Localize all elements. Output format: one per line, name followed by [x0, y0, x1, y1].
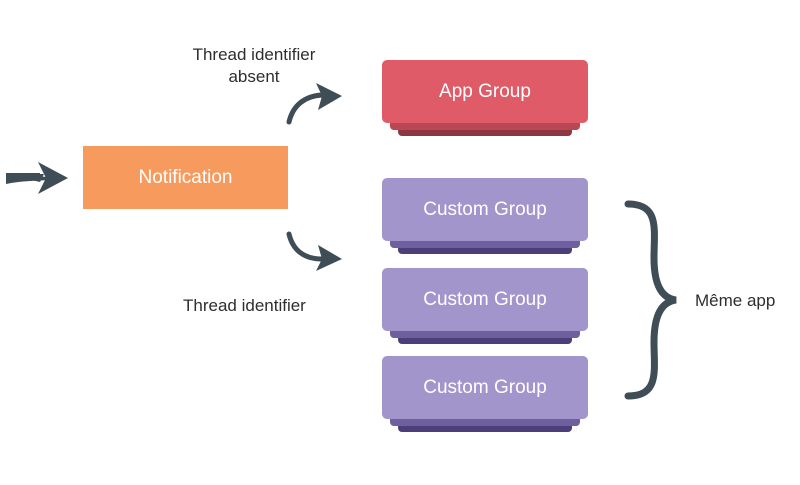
- curved-arrow-up-right-icon: [286, 83, 342, 125]
- notification-box: Notification: [83, 146, 288, 209]
- custom-group-box: Custom Group: [382, 356, 588, 419]
- thread-identifier-absent-label: Thread identifier absent: [183, 44, 325, 88]
- stack-shadow-layer: [398, 424, 572, 432]
- thread-absent-line1: Thread identifier: [192, 45, 316, 64]
- custom-group-stack-2: Custom Group: [382, 268, 588, 344]
- custom-group-box: Custom Group: [382, 178, 588, 241]
- same-app-label: Même app: [695, 291, 776, 310]
- stack-shadow-layer: [398, 336, 572, 344]
- stack-shadow-layer: [390, 330, 580, 338]
- app-group-box: App Group: [382, 60, 588, 123]
- stack-shadow-layer: [390, 240, 580, 248]
- arrow-right-icon: [6, 162, 68, 194]
- stack-shadow-layer: [398, 128, 572, 136]
- right-curly-brace-icon: [624, 200, 677, 400]
- custom-group-box: Custom Group: [382, 268, 588, 331]
- stack-shadow-layer: [390, 122, 580, 130]
- thread-absent-line2: absent: [228, 67, 280, 86]
- app-group-stack: App Group: [382, 60, 588, 136]
- thread-identifier-label: Thread identifier: [183, 296, 306, 315]
- stack-shadow-layer: [390, 418, 580, 426]
- curved-arrow-down-right-icon: [286, 231, 342, 271]
- stack-shadow-layer: [398, 246, 572, 254]
- custom-group-stack-1: Custom Group: [382, 178, 588, 254]
- custom-group-stack-3: Custom Group: [382, 356, 588, 432]
